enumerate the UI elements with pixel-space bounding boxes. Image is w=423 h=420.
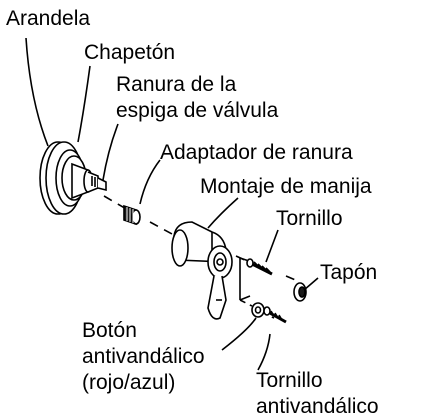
label-boton-line1: Botón (82, 319, 137, 342)
handle-assembly-part (171, 221, 233, 320)
screw-part (246, 258, 273, 276)
leader-chapeton (77, 65, 91, 143)
label-chapeton: Chapetón (84, 41, 176, 64)
leader-montaje (207, 197, 239, 229)
label-ranura-line1: Ranura de la (116, 73, 237, 96)
leader-boton (221, 317, 257, 351)
leader-adaptador (139, 159, 161, 205)
label-montaje: Montaje de manija (200, 175, 372, 198)
label-tornillo-anti-line2: antivandálico (256, 395, 379, 418)
label-tapon: Tapón (320, 261, 378, 284)
leader-tapon (303, 277, 319, 291)
leader-tornillo-anti (257, 333, 271, 371)
label-ranura-line2: espiga de válvula (116, 99, 279, 122)
leader-arandela (25, 37, 49, 147)
label-tornillo-anti-line1: Tornillo (256, 369, 323, 392)
label-boton-line3: (rojo/azul) (82, 371, 176, 394)
leader-ranura (102, 123, 119, 181)
leader-tornillo (265, 229, 279, 263)
cap-part (293, 282, 307, 302)
label-tornillo: Tornillo (276, 207, 343, 230)
vandal-screw-part (263, 306, 287, 324)
escutcheon-part (39, 141, 107, 215)
spline-adapter-part (123, 204, 141, 226)
label-adaptador: Adaptador de ranura (160, 141, 353, 164)
label-boton-line2: antivandálico (82, 345, 205, 368)
label-arandela: Arandela (6, 7, 91, 30)
vandal-button-part (251, 302, 265, 318)
